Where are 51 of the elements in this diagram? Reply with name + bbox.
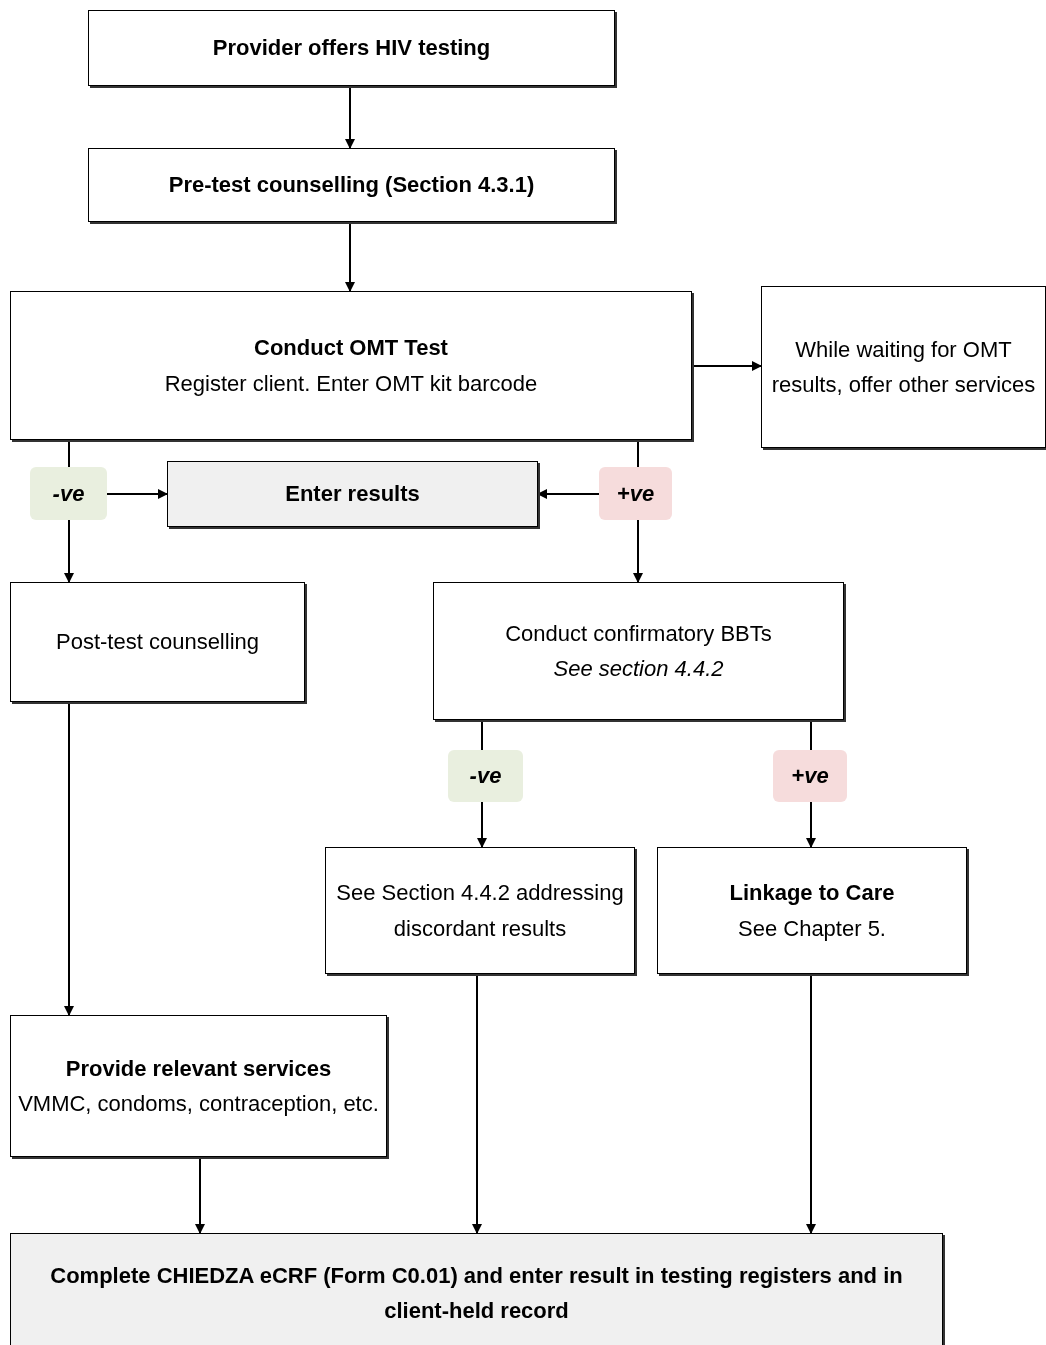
result-label: +ve [791,762,829,791]
connector-line [637,439,639,468]
connector-line [481,719,483,751]
box-heading: Conduct OMT Test [254,334,448,363]
process-box [10,291,692,440]
box-heading: Provide relevant services [65,1054,332,1083]
arrow [106,489,168,499]
arrow [345,85,355,149]
process-box [88,10,615,86]
box-text: See section 4.4.2 [553,655,724,683]
arrow [806,973,816,1234]
box-text: VMMC, condoms, contraception, etc. [18,1090,379,1118]
process-box [10,1015,387,1157]
box-label: Pre-test counselling (Section 4.3.1) [168,171,535,200]
connector-line [68,439,70,468]
result-tag [599,467,672,520]
box-label: While waiting for OMT results, offer other services [770,335,1037,399]
arrow [537,489,600,499]
process-box [657,847,967,974]
process-box [88,148,615,222]
arrow [64,519,74,583]
process-box [10,1233,943,1345]
arrow [806,801,816,848]
box-label: Enter results [285,480,420,509]
connector-line [810,719,812,751]
arrow [477,801,487,848]
process-box [433,582,844,720]
result-tag [448,750,523,802]
box-label: Post-test counselling [56,628,259,657]
box-text: Register client. Enter OMT kit barcode [164,369,538,398]
process-box [10,582,305,702]
arrow [195,1156,205,1234]
result-label: +ve [616,479,655,508]
box-heading: Linkage to Care [729,879,895,908]
box-label: See Section 4.4.2 addressing discordant results [335,879,625,943]
box-heading: Conduct confirmatory BBTs [505,619,772,648]
result-label: -ve [52,479,85,508]
result-label: -ve [469,762,502,791]
result-tag [773,750,847,802]
process-box [167,461,538,527]
arrow [345,221,355,292]
arrow [691,361,762,371]
box-label: Provider offers HIV testing [212,34,491,63]
result-tag [30,467,107,520]
arrow [472,973,482,1234]
box-text: See Chapter 5. [738,914,886,943]
process-box [325,847,635,974]
arrow [64,701,74,1016]
box-label: Complete CHIEDZA eCRF (Form C0.01) and enter result in testing registers and in client-held record [49,1261,904,1325]
arrow [633,519,643,583]
process-box [761,286,1046,448]
